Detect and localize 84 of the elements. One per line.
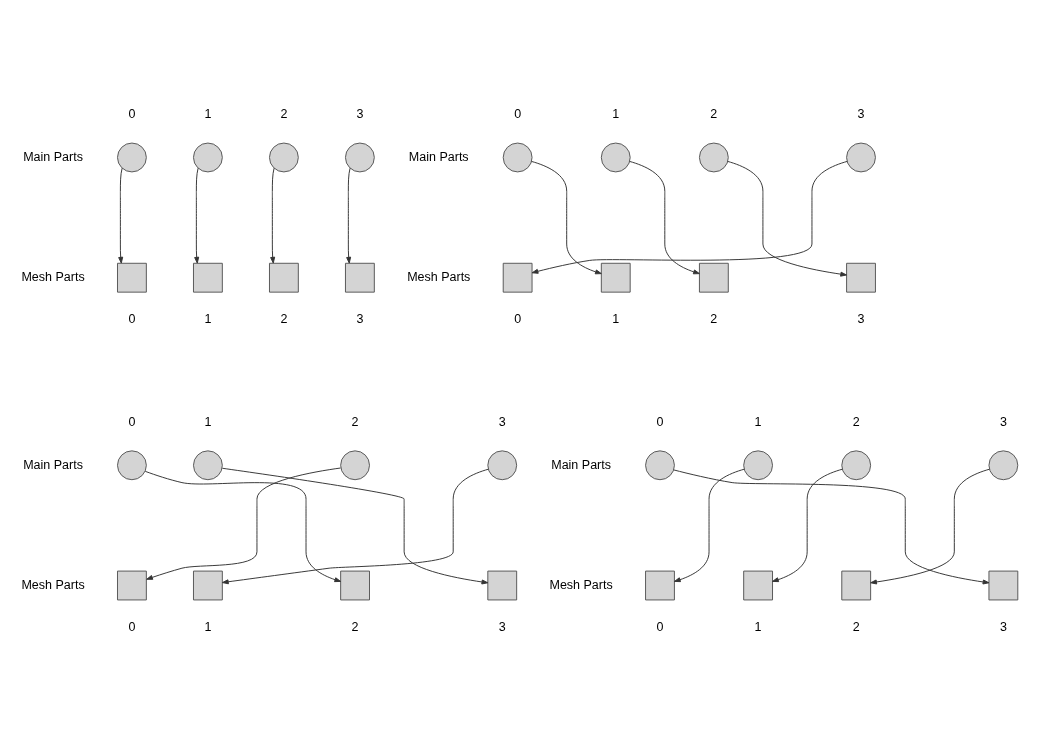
node-box <box>846 262 876 293</box>
node-label: 1 <box>204 311 212 326</box>
node-box <box>698 262 729 293</box>
node-label: 3 <box>498 414 506 429</box>
node-circle <box>841 449 872 480</box>
node-label: 0 <box>128 619 136 634</box>
node-label: 2 <box>351 619 359 634</box>
node-label: 1 <box>612 311 620 326</box>
label: Main Parts <box>408 149 469 164</box>
arrow <box>673 468 990 584</box>
node-box <box>344 262 375 293</box>
node-label: 1 <box>204 106 212 121</box>
node-box <box>269 262 299 293</box>
node-label: 3 <box>857 106 865 121</box>
node-label: 0 <box>656 414 664 429</box>
arrow <box>870 468 990 584</box>
arrow <box>346 167 352 264</box>
node-label: 3 <box>356 106 364 121</box>
label: Mesh Parts <box>21 577 85 592</box>
node-label: 3 <box>999 619 1007 634</box>
node-label: 2 <box>710 311 718 326</box>
node-circle <box>502 142 533 172</box>
node-circle <box>344 142 375 172</box>
node-circle <box>193 449 223 480</box>
label: Main Parts <box>551 457 611 472</box>
arrow <box>727 160 848 277</box>
node-box <box>502 262 533 293</box>
node-label: 0 <box>514 311 522 326</box>
node-label: 2 <box>852 619 860 634</box>
node-label: 2 <box>280 311 288 326</box>
node-label: 2 <box>280 106 288 121</box>
node-label: 1 <box>612 106 620 121</box>
node-circle <box>193 142 223 172</box>
node-box <box>600 262 631 293</box>
node-circle <box>600 142 631 172</box>
arrow <box>194 167 200 264</box>
node-label: 3 <box>857 311 865 326</box>
node-label: 2 <box>710 106 718 121</box>
node-circle <box>988 449 1019 480</box>
node-box <box>645 570 675 600</box>
node-circle <box>487 449 518 480</box>
arrow <box>270 167 276 264</box>
node-label: 1 <box>204 619 212 634</box>
node-box <box>193 570 223 600</box>
node-label: 0 <box>656 619 664 634</box>
arrow <box>629 160 700 274</box>
arrow <box>531 160 602 274</box>
node-label: 0 <box>128 106 136 121</box>
node-label: 2 <box>852 414 860 429</box>
node-box <box>117 570 147 600</box>
node-box <box>340 570 370 600</box>
node-label: 0 <box>128 311 136 326</box>
arrow <box>772 468 843 582</box>
label: Mesh Parts <box>407 269 471 284</box>
node-circle <box>269 142 299 172</box>
node-label: 1 <box>754 619 762 634</box>
node-circle <box>340 449 370 480</box>
node-circle <box>846 142 876 172</box>
node-label: 0 <box>514 106 522 121</box>
node-box <box>743 570 773 600</box>
label: Mesh Parts <box>549 577 613 592</box>
node-circle <box>645 449 675 480</box>
arrow <box>531 160 848 274</box>
node-box <box>988 570 1019 600</box>
node-label: 3 <box>999 414 1007 429</box>
node-label: 1 <box>754 414 762 429</box>
node-circle <box>117 142 147 172</box>
node-label: 1 <box>204 414 212 429</box>
node-box <box>117 262 147 293</box>
label: Main Parts <box>23 149 83 164</box>
node-box <box>193 262 223 293</box>
node-label: 3 <box>498 619 506 634</box>
node-label: 3 <box>356 311 364 326</box>
node-box <box>841 570 872 600</box>
node-circle <box>743 449 773 480</box>
node-circle <box>698 142 729 172</box>
label: Mesh Parts <box>21 269 85 284</box>
node-circle <box>117 449 147 480</box>
arrow <box>673 468 745 582</box>
arrow <box>118 167 124 264</box>
node-box <box>487 570 518 600</box>
label: Main Parts <box>23 457 83 472</box>
node-label: 2 <box>351 414 359 429</box>
node-label: 0 <box>128 414 136 429</box>
